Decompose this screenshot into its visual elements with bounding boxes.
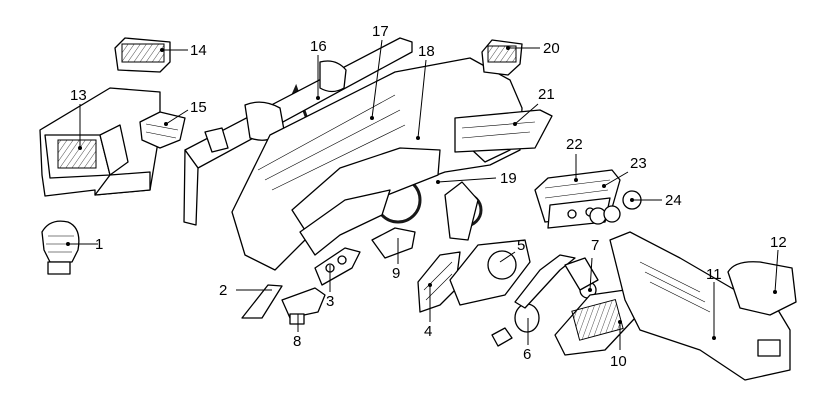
callout-10: 10 <box>610 353 627 370</box>
part-1-gear-knob <box>41 220 80 275</box>
part-16-cross-member-beam <box>183 37 413 226</box>
part-14-switch-panel <box>114 37 171 73</box>
part-17-dashboard-panel <box>231 57 523 271</box>
part-6-knob <box>514 303 540 333</box>
callout-12: 12 <box>770 234 787 251</box>
callout-labels: 1 2 3 4 5 6 7 8 9 10 11 12 13 14 15 16 1… <box>70 23 787 370</box>
callout-18: 18 <box>418 43 435 60</box>
callout-13: 13 <box>70 87 87 104</box>
callout-17: 17 <box>372 23 389 40</box>
callout-23: 23 <box>630 155 647 172</box>
callout-7: 7 <box>591 237 599 254</box>
part-15-bracket <box>139 111 186 149</box>
callout-3: 3 <box>326 293 334 310</box>
part-20-speaker-grille <box>481 39 523 76</box>
part-21-glove-box <box>454 109 553 153</box>
callout-22: 22 <box>566 136 583 153</box>
part-7-switch-assembly <box>514 254 599 309</box>
leader-lines <box>66 39 779 350</box>
part-19-steering-column-cover <box>444 181 479 241</box>
callout-1: 1 <box>95 236 103 253</box>
part-5-instrument-cluster <box>449 239 531 306</box>
part-3-switch-panel <box>314 247 361 286</box>
callout-11: 11 <box>706 266 722 283</box>
callout-19: 19 <box>500 170 517 187</box>
part-9-bracket <box>371 227 416 259</box>
callout-6: 6 <box>523 346 531 363</box>
callout-24: 24 <box>665 192 682 209</box>
part-11-lower-console <box>609 231 791 381</box>
part-small-clip <box>491 327 513 347</box>
callout-4: 4 <box>424 323 432 340</box>
part-2-trim-piece <box>241 284 283 319</box>
callout-15: 15 <box>190 99 207 116</box>
callout-14: 14 <box>190 42 207 59</box>
part-8-switch <box>281 287 326 325</box>
callout-9: 9 <box>392 265 400 282</box>
callout-16: 16 <box>310 38 327 55</box>
part-13-center-console-upper <box>39 87 161 197</box>
callout-20: 20 <box>543 40 560 57</box>
callout-8: 8 <box>293 333 301 350</box>
callout-2: 2 <box>219 282 227 299</box>
part-10-lower-console-front <box>554 289 636 356</box>
callout-5: 5 <box>517 237 525 254</box>
part-12-armrest-lid <box>727 261 797 316</box>
callout-21: 21 <box>538 86 555 103</box>
